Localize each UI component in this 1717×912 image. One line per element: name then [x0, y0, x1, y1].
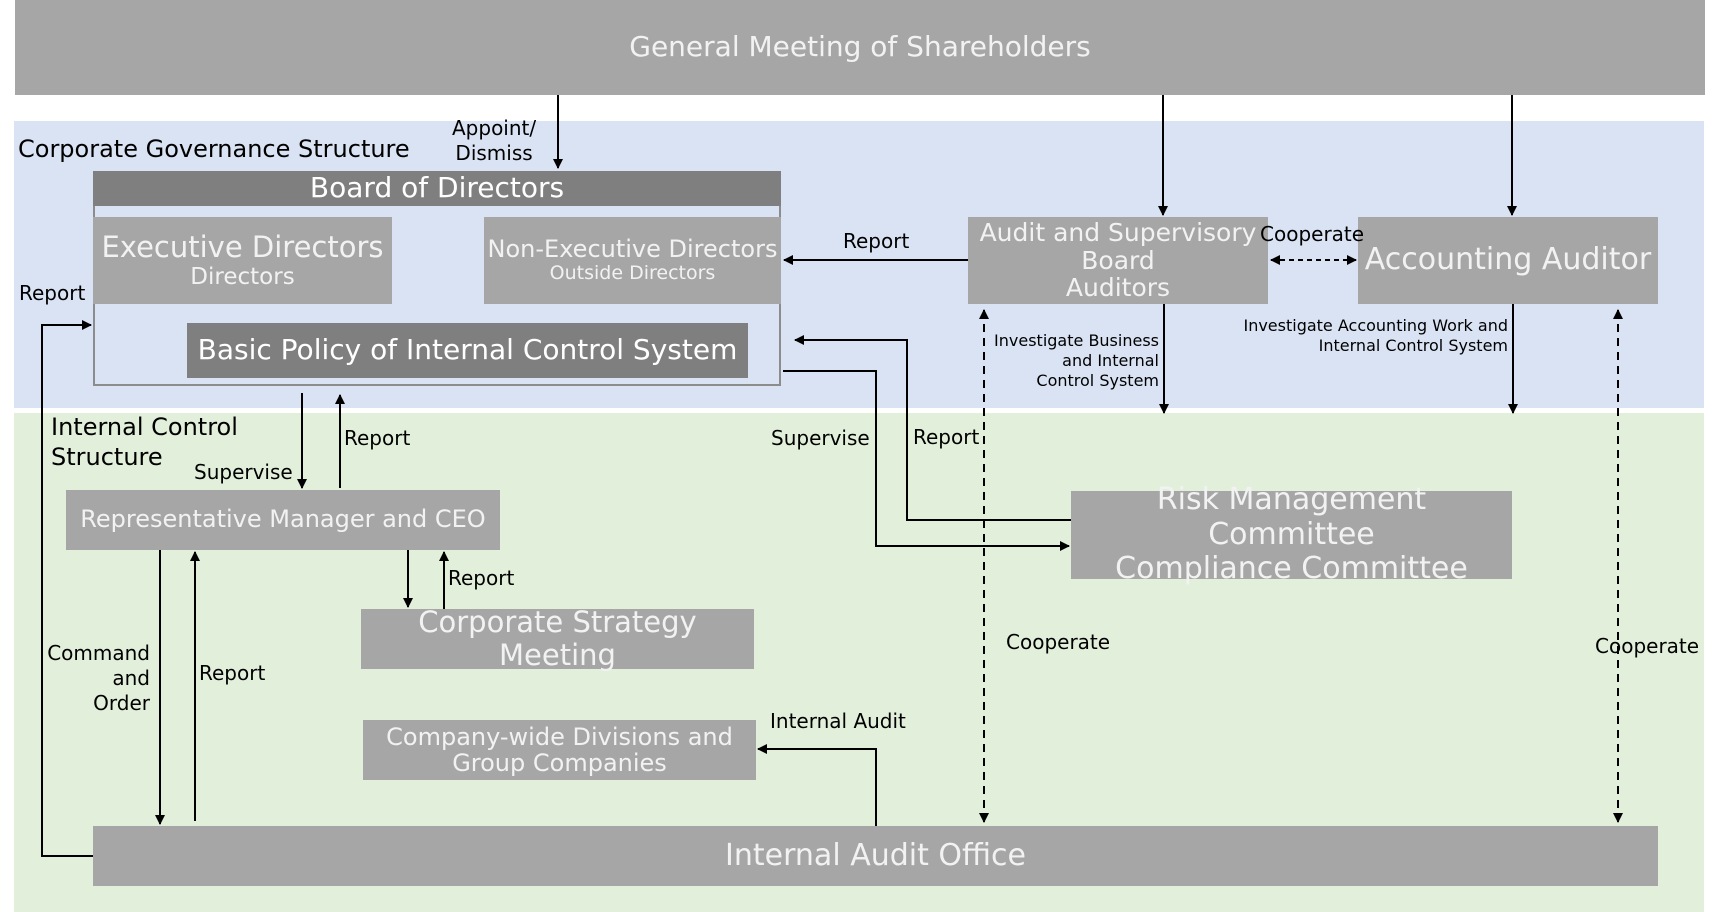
ic-label-line1: Internal Control: [51, 413, 238, 441]
strategy-meeting-box: Corporate Strategy Meeting: [361, 605, 754, 672]
cooperate-right-label: Cooperate: [1595, 634, 1700, 658]
appoint-line2: Dismiss: [455, 141, 533, 165]
audit-office-report-label: Report: [199, 661, 266, 685]
supervise-ceo-label: Supervise: [194, 460, 293, 484]
report-risk-label: Report: [913, 425, 980, 449]
ceo-label: Representative Manager and CEO: [80, 505, 486, 534]
command-line2: and: [112, 666, 150, 690]
board-of-directors-header: Board of Directors: [93, 171, 781, 206]
general-meeting-label: General Meeting of Shareholders: [629, 30, 1091, 64]
appoint-line1: Appoint/: [452, 116, 537, 140]
command-line3: Order: [93, 691, 150, 715]
internal-audit-office-box: Internal Audit Office: [93, 826, 1658, 886]
divisions-box: Company-wide Divisions and Group Compani…: [363, 720, 756, 780]
non-executive-title: Non-Executive Directors: [487, 234, 778, 263]
command-line1: Command: [47, 641, 150, 665]
inv-business-2: and Internal: [1062, 351, 1159, 370]
governance-section-label: Corporate Governance Structure: [18, 135, 410, 163]
compliance-label: Compliance Committee: [1115, 551, 1468, 587]
audit-board-line3: Auditors: [1065, 273, 1171, 303]
command-label: Command and Order: [38, 641, 150, 716]
executive-title: Executive Directors: [101, 229, 384, 264]
ceo-box: Representative Manager and CEO: [66, 490, 500, 550]
general-meeting-box: General Meeting of Shareholders: [15, 0, 1705, 95]
executive-directors-box: Executive Directors Directors: [93, 217, 392, 304]
risk-label: Risk Management Committee: [1156, 482, 1427, 552]
board-label: Board of Directors: [309, 171, 565, 205]
inv-business-1: Investigate Business: [994, 331, 1159, 350]
audit-board-box: Audit and Supervisory Board Auditors: [968, 217, 1268, 304]
executive-sub: Directors: [190, 263, 295, 290]
audit-report-label: Report: [843, 229, 910, 253]
accounting-auditor-label: Accounting Auditor: [1364, 242, 1652, 278]
basic-policy-label: Basic Policy of Internal Control System: [197, 333, 738, 367]
divisions-line1: Company-wide Divisions and: [386, 722, 733, 751]
cooperate-mid-label: Cooperate: [1006, 630, 1111, 654]
inv-accounting-2: Internal Control System: [1318, 336, 1508, 355]
risk-compliance-box: Risk Management Committee Compliance Com…: [1071, 483, 1512, 586]
accounting-auditor-box: Accounting Auditor: [1358, 217, 1658, 304]
inv-business-3: Control System: [1036, 371, 1159, 390]
internal-audit-office-label: Internal Audit Office: [725, 837, 1026, 873]
inv-accounting-1: Investigate Accounting Work and: [1243, 316, 1508, 335]
basic-policy-box: Basic Policy of Internal Control System: [187, 323, 748, 378]
audit-board-line1: Audit and Supervisory: [979, 218, 1257, 248]
report-left-label: Report: [19, 281, 86, 305]
investigate-accounting-label: Investigate Accounting Work and Internal…: [1220, 316, 1508, 356]
strategy-label: Corporate Strategy Meeting: [418, 604, 697, 672]
non-executive-directors-box: Non-Executive Directors Outside Director…: [484, 217, 781, 304]
appoint-label: Appoint/ Dismiss: [452, 116, 536, 166]
investigate-business-label: Investigate Business and Internal Contro…: [985, 331, 1159, 391]
strategy-report-label: Report: [448, 566, 515, 590]
divisions-line2: Group Companies: [452, 749, 667, 777]
supervise-risk-label: Supervise: [771, 426, 870, 450]
non-executive-sub: Outside Directors: [549, 262, 716, 285]
cooperate-top-label: Cooperate: [1260, 222, 1365, 246]
report-ceo-label: Report: [344, 426, 411, 450]
audit-board-line2: Board: [1081, 245, 1155, 275]
internal-audit-label: Internal Audit: [770, 709, 906, 733]
